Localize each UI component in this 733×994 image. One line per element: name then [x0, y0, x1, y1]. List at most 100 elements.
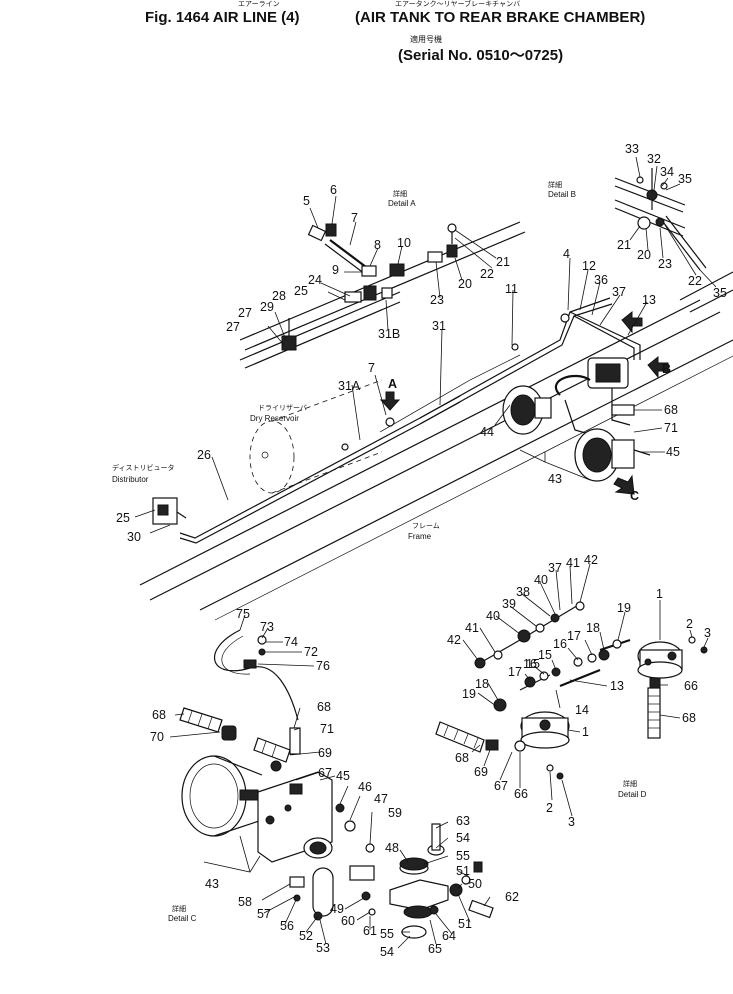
callout-31: 31 — [432, 319, 446, 333]
callout-23b: 23 — [658, 257, 672, 271]
callout-40b: 40 — [486, 609, 500, 623]
callout-27b: 27 — [226, 320, 240, 334]
brake-chamber-large — [181, 755, 263, 837]
callout-68: 68 — [664, 403, 678, 417]
callout-15: 15 — [538, 648, 552, 662]
callout-68b: 68 — [682, 711, 696, 725]
callout-d3b: 3 — [568, 815, 575, 829]
callout-72: 72 — [304, 645, 318, 659]
callout-13b: 13 — [610, 679, 624, 693]
callout-d1b: 1 — [582, 725, 589, 739]
callout-15b: 15 — [526, 657, 540, 671]
callout-37: 37 — [612, 285, 626, 299]
callout-75: 75 — [236, 607, 250, 621]
callout-31a: 31A — [338, 379, 361, 393]
callout-69b: 69 — [474, 765, 488, 779]
callout-8: 8 — [374, 238, 381, 252]
callout-67b: 67 — [318, 766, 332, 780]
callout-63: 63 — [456, 814, 470, 828]
callout-73: 73 — [260, 620, 274, 634]
callout-7b: 7 — [368, 361, 375, 375]
detail-b-label: Detail B — [548, 190, 576, 199]
view-arrow-c: C — [613, 474, 639, 503]
svg-text:B: B — [662, 362, 671, 376]
callout-71: 71 — [664, 421, 678, 435]
callout-65: 65 — [428, 942, 442, 956]
detail-d-jp: 詳細 — [623, 779, 637, 788]
main-assembly: A B C ドライリザーバ Dry Reservoir ディストリビュータ Di… — [112, 247, 733, 621]
callout-38: 38 — [516, 585, 530, 599]
callout-14: 14 — [575, 703, 589, 717]
callout-66: 66 — [684, 679, 698, 693]
callout-35: 35 — [678, 172, 692, 186]
callout-27: 27 — [238, 306, 252, 320]
callout-22b: 22 — [688, 274, 702, 288]
callout-d3: 3 — [704, 626, 711, 640]
callout-58: 58 — [238, 895, 252, 909]
callout-21: 21 — [496, 255, 510, 269]
callout-54: 54 — [456, 831, 470, 845]
callout-30: 30 — [127, 530, 141, 544]
serial-range: (Serial No. 0510～0725) — [398, 47, 563, 64]
callout-68e: 68 — [317, 700, 331, 714]
title-jp: エアーライン — [238, 0, 280, 8]
callout-d1: 1 — [656, 587, 663, 601]
callout-26: 26 — [197, 448, 211, 462]
adapter-assembly — [389, 823, 494, 939]
callout-40: 40 — [534, 573, 548, 587]
figure-subtitle: (AIR TANK TO REAR BRAKE CHAMBER) — [355, 9, 645, 26]
frame-label: Frame — [408, 532, 432, 541]
callout-56: 56 — [280, 919, 294, 933]
callout-13: 13 — [642, 293, 656, 307]
brake-chamber-45 — [574, 428, 651, 482]
callout-36: 36 — [594, 273, 608, 287]
callout-19: 19 — [617, 601, 631, 615]
callout-43b: 43 — [205, 877, 219, 891]
callout-25a: 25 — [294, 284, 308, 298]
callout-9: 9 — [332, 263, 339, 277]
callout-11: 11 — [505, 282, 518, 296]
callout-24: 24 — [308, 273, 322, 287]
callout-64: 64 — [442, 929, 456, 943]
svg-text:A: A — [388, 377, 397, 391]
callout-47: 47 — [374, 792, 388, 806]
callout-61: 61 — [363, 924, 377, 938]
detail-a-jp: 詳細 — [393, 189, 407, 198]
callout-22: 22 — [480, 267, 494, 281]
callout-16: 16 — [553, 637, 567, 651]
callout-68c: 68 — [455, 751, 469, 765]
dry-reservoir — [249, 379, 383, 494]
callout-41b: 41 — [465, 621, 479, 635]
figure-title: Fig. 1464 AIR LINE (4) — [145, 9, 299, 26]
frame-jp: フレーム — [412, 522, 440, 530]
callout-66b: 66 — [514, 787, 528, 801]
callout-33: 33 — [625, 142, 639, 156]
callout-52: 52 — [299, 929, 313, 943]
callout-42: 42 — [584, 553, 598, 567]
callout-7: 7 — [351, 211, 358, 225]
callout-18b: 18 — [475, 677, 489, 691]
callout-16b: 16 — [523, 657, 537, 671]
distributor-jp: ディストリビュータ — [112, 463, 175, 472]
callout-69: 69 — [318, 746, 332, 760]
callout-55: 55 — [456, 849, 470, 863]
callout-28: 28 — [272, 289, 286, 303]
relay-valve-lower — [520, 711, 570, 749]
relay-valve-assembly — [554, 311, 641, 441]
view-arrow-b: B — [621, 310, 671, 379]
detail-d: 詳細 Detail D — [435, 553, 711, 829]
detail-b-jp: 詳細 — [548, 180, 562, 189]
callout-29: 29 — [260, 300, 274, 314]
subtitle-jp: エアータンク～リヤーブレーキチャンバ — [395, 0, 520, 8]
callout-41: 41 — [566, 556, 580, 570]
callout-23: 23 — [430, 293, 444, 307]
callout-17: 17 — [567, 629, 581, 643]
callout-57: 57 — [257, 907, 271, 921]
dry-reservoir-jp: ドライリザーバ — [258, 404, 307, 412]
callout-18: 18 — [586, 621, 600, 635]
callout-34: 34 — [660, 165, 674, 179]
callout-d2b: 2 — [546, 801, 553, 815]
brake-chamber-44 — [502, 385, 552, 435]
view-arrow-a: A — [379, 377, 401, 411]
